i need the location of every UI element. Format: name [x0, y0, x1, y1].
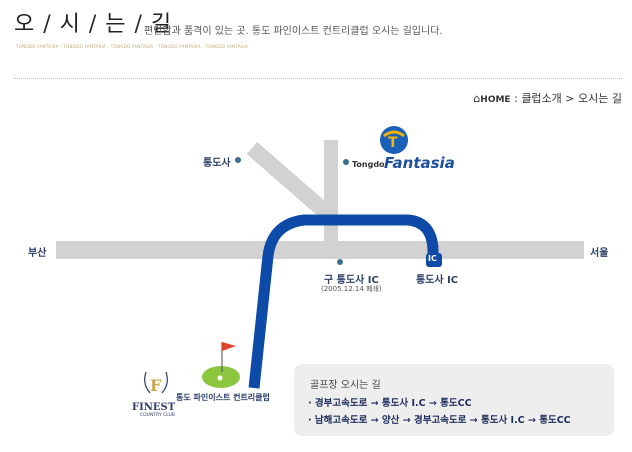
label-old-ic-note: (2005.12.14 폐쇄) — [321, 285, 382, 293]
finest-logo-text: FINEST — [132, 402, 176, 413]
breadcrumb-current: 오시는 길 — [578, 92, 622, 105]
fantasia-road — [324, 140, 338, 244]
old-ic-dot — [337, 259, 343, 265]
breadcrumb-separator: : — [514, 92, 518, 105]
svg-text:T: T — [388, 135, 398, 151]
breadcrumb: ⌂HOME : 클럽소개 > 오시는 길 — [473, 90, 622, 106]
finest-logo-subtext: COUNTRY CLUB — [140, 413, 175, 418]
highway-road — [56, 241, 584, 259]
tongdosa-dot — [235, 157, 241, 163]
fantasia-brand-text: Fantasia — [384, 154, 455, 172]
label-seoul: 서울 — [590, 248, 609, 259]
ic-badge-label: IC — [428, 254, 437, 263]
route-line — [248, 214, 439, 389]
directions-route-1: · 경부고속도로 → 통도사 I.C → 통도CC — [308, 398, 472, 409]
breadcrumb-section[interactable]: 클럽소개 — [521, 92, 562, 105]
label-busan: 부산 — [28, 248, 47, 259]
page-subtitle: 편안함과 품격이 있는 곳. 통도 파인이스트 컨트리클럽 오시는 길입니다. — [144, 26, 443, 37]
ic-badge — [426, 253, 442, 267]
decorative-tiny-text: TONGDO FANTASIA · TONGDO FANTASIA · TONG… — [16, 44, 249, 49]
svg-text:F: F — [150, 376, 162, 395]
label-old-ic: 구 통도사 IC — [324, 275, 379, 286]
directions-route-2: · 남해고속도로 → 양산 → 경부고속도로 → 통도사 I.C → 통도CC — [308, 415, 571, 426]
finest-logo-icon: F — [144, 371, 168, 395]
page-title: 오 / 시 / 는 / 길 — [14, 12, 173, 37]
directions-panel: 골프장 오시는 길 · 경부고속도로 → 통도사 I.C → 통도CC · 남해… — [294, 364, 614, 436]
home-icon[interactable]: ⌂ — [473, 92, 481, 105]
golf-flag-icon — [222, 342, 236, 351]
breadcrumb-home[interactable]: HOME — [480, 95, 511, 105]
directions-heading: 골프장 오시는 길 — [310, 380, 381, 391]
label-club-name: 통도 파인이스트 컨트리클럽 — [176, 393, 270, 402]
breadcrumb-arrow: > — [565, 92, 575, 105]
header-divider — [14, 78, 622, 79]
label-tongdosa-ic: 통도사 IC — [416, 275, 459, 286]
tongdosa-road — [246, 141, 336, 223]
fantasia-dot — [343, 159, 349, 165]
label-tongdosa: 통도사 — [203, 158, 231, 169]
tongdo-brand-text: Tongdo — [352, 160, 385, 169]
